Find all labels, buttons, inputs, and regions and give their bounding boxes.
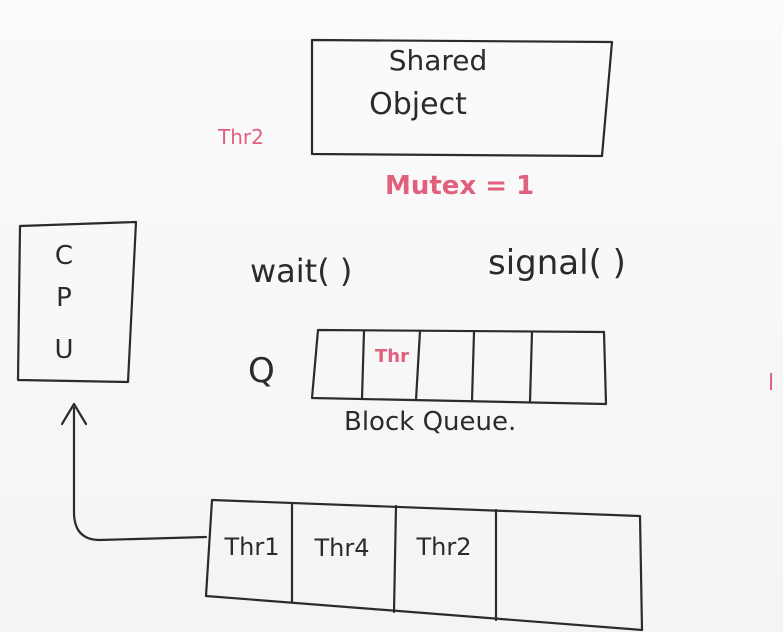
- block-queue-divider: [414, 329, 422, 402]
- edge-mark: l: [768, 371, 774, 396]
- block-queue-divider: [528, 330, 534, 404]
- cpu-box: C P U: [16, 220, 138, 384]
- shared-object-outline: [310, 38, 614, 158]
- cpu-letter-p: P: [56, 283, 72, 313]
- ready-queue-outline: [204, 498, 644, 632]
- cpu-letter-u: U: [54, 335, 73, 365]
- block-queue-divider: [470, 330, 476, 403]
- side-note-thread: Thr2: [217, 125, 264, 149]
- block-queue-label: Block Queue.: [344, 407, 516, 437]
- ready-queue-cell-thread: Thr2: [415, 533, 471, 561]
- mutex-label: Mutex = 1: [385, 171, 534, 201]
- queue-symbol: Q: [248, 351, 275, 391]
- shared-object-box: Shared Object: [310, 38, 614, 158]
- shared-object-line1: Shared: [389, 44, 488, 77]
- ready-queue: Thr1 Thr4 Thr2: [204, 498, 644, 632]
- block-queue-cell-thread: Thr: [375, 346, 409, 367]
- ready-queue-cell-thread: Thr1: [223, 533, 279, 561]
- block-queue-outline: [310, 328, 608, 406]
- ready-to-cpu-arrow: [60, 402, 208, 542]
- arrow-shaft: [72, 406, 208, 542]
- ready-queue-cell-thread: Thr4: [313, 534, 369, 562]
- cpu-outline: [16, 220, 138, 384]
- ready-queue-divider: [392, 504, 398, 614]
- signal-operation: signal( ): [488, 243, 626, 283]
- block-queue: Thr Block Queue.: [310, 328, 608, 437]
- cpu-letter-c: C: [55, 241, 73, 271]
- arrow-head: [60, 402, 88, 426]
- block-queue-divider: [360, 329, 366, 401]
- shared-object-line2: Object: [369, 87, 467, 122]
- wait-operation: wait( ): [250, 252, 352, 290]
